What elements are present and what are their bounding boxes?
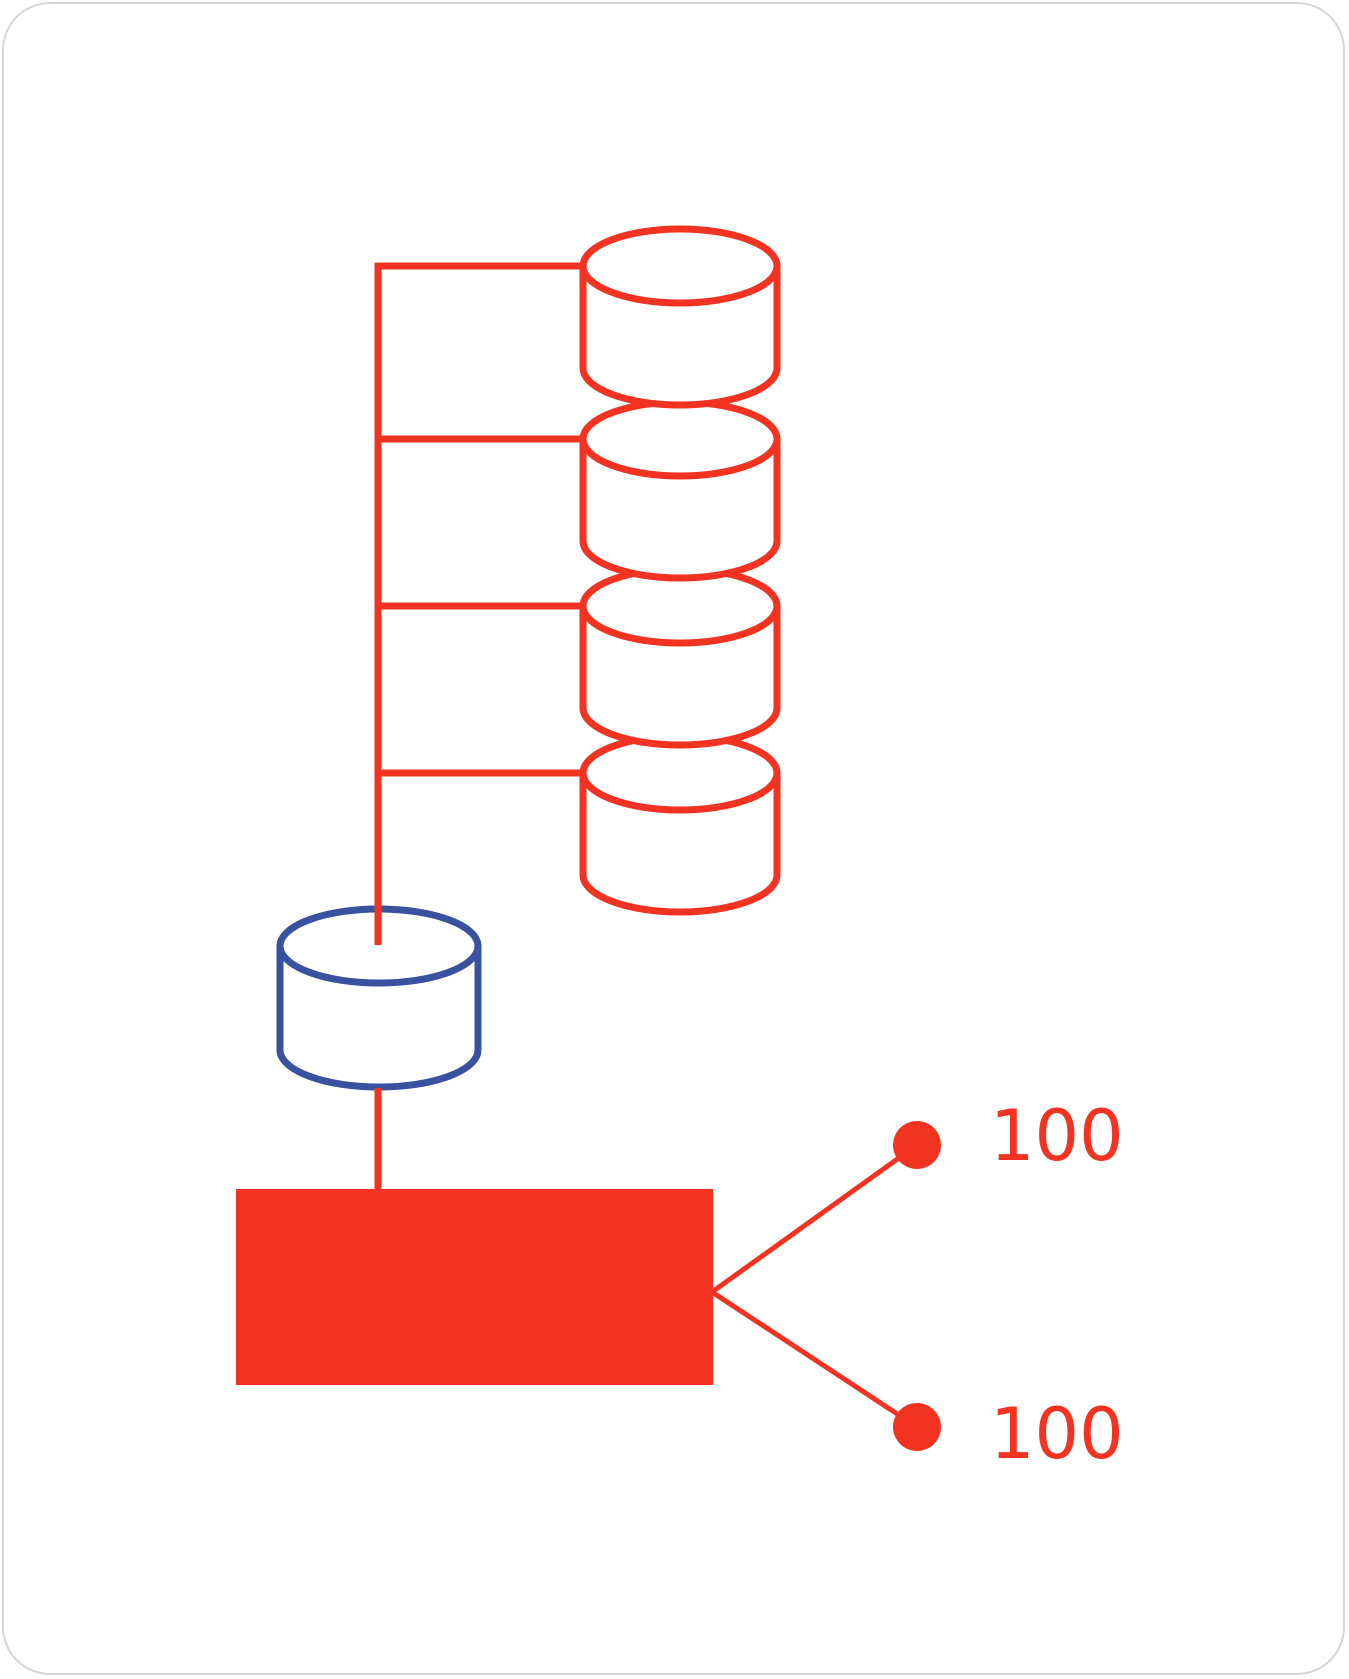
endpoint-dot-top: [893, 1121, 941, 1169]
main-block: [236, 1189, 713, 1385]
fork-line-bottom: [710, 1289, 919, 1430]
database-cylinder-icon-1: [579, 225, 781, 409]
fork-line-top: [710, 1142, 919, 1295]
database-cylinder-icon-3: [579, 565, 781, 749]
endpoint-label-bottom: 100: [990, 1393, 1124, 1475]
endpoint-label-top: 100: [990, 1095, 1124, 1177]
database-cylinder-icon-2: [579, 398, 781, 582]
hub-database-cylinder-icon: [276, 905, 482, 1091]
endpoint-dot-bottom: [893, 1403, 941, 1451]
database-cylinder-icon-4: [579, 732, 781, 916]
